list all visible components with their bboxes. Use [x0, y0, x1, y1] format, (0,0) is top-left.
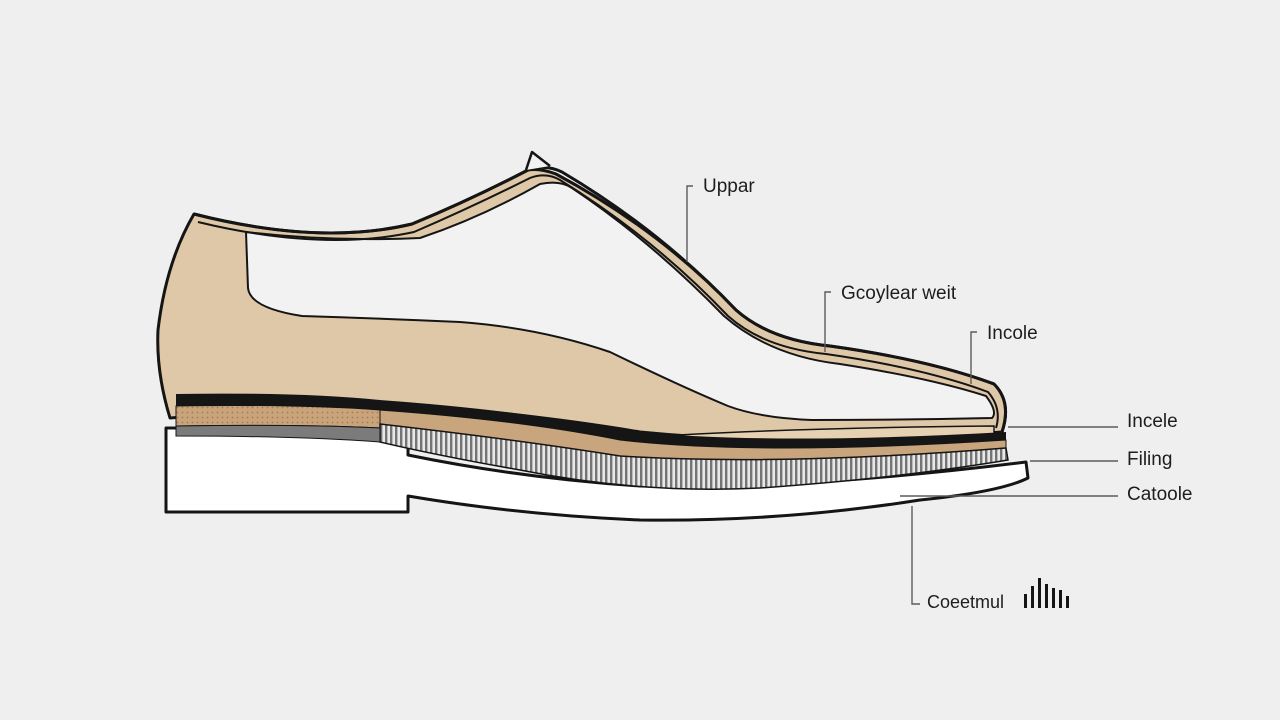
label-insole: Incele	[1127, 411, 1178, 432]
label-welt: Gcoylear weit	[841, 283, 957, 304]
leader-bottom	[911, 506, 920, 605]
upper-lining	[245, 181, 995, 421]
filling-dots	[175, 405, 381, 429]
tongue-tip	[524, 150, 551, 171]
outsole-stripes-heel	[175, 424, 381, 443]
leader-insole-top	[970, 331, 977, 384]
label-upper: Uppar	[703, 176, 755, 197]
leader-upper	[686, 185, 693, 262]
label-filling: Filing	[1127, 449, 1172, 470]
label-outsole: Catoole	[1127, 484, 1193, 505]
leader-welt	[824, 291, 831, 352]
label-bottom: Coeetmul	[927, 592, 1004, 612]
leader-lines	[686, 185, 1118, 605]
label-insole-top: Incole	[987, 323, 1038, 344]
bar-glyph-icon	[1024, 578, 1069, 608]
insole-band	[176, 393, 1006, 448]
outsole-stripes	[379, 423, 1009, 490]
upper-outline-inner	[197, 174, 999, 429]
upper-outline-outer	[193, 165, 1008, 433]
